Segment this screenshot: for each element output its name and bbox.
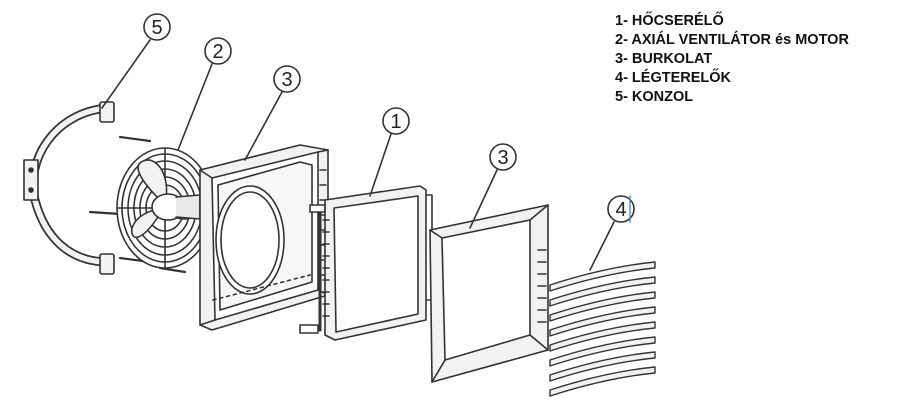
callout-5-label: 5 (151, 17, 162, 39)
bracket-icon (23, 101, 115, 275)
legend-item-housing: 3- BURKOLAT (615, 51, 713, 67)
housing-icon (199, 144, 329, 331)
callout-4-label: 4 (615, 199, 626, 221)
fan-icon (116, 147, 214, 269)
callout-3-back-label: 3 (281, 69, 292, 91)
legend-item-axial-fan-motor: 2- AXIÁL VENTILÁTOR és MOTOR (615, 32, 849, 48)
front-frame-icon (429, 204, 549, 383)
legend-item-louvers: 4- LÉGTERELŐK (615, 70, 732, 86)
legend-item-bracket: 5- KONZOL (615, 89, 694, 105)
callout-1-label: 1 (390, 111, 401, 133)
callout-2: 2 (177, 37, 232, 151)
callout-3-back: 3 (244, 65, 301, 161)
callout-1: 1 (369, 107, 410, 197)
parts-legend: 1- HŐCSERÉLŐ 2- AXIÁL VENTILÁTOR és MOTO… (615, 12, 849, 107)
legend-item-heat-exchanger: 1- HŐCSERÉLŐ (615, 13, 724, 29)
louvers-icon (549, 261, 656, 397)
callout-4: 4 (589, 195, 635, 271)
callout-2-label: 2 (212, 41, 223, 63)
callout-3-front: 3 (469, 143, 517, 229)
heat-exchanger-icon (299, 185, 433, 341)
callout-5: 5 (101, 13, 171, 109)
callout-3-front-label: 3 (497, 147, 508, 169)
